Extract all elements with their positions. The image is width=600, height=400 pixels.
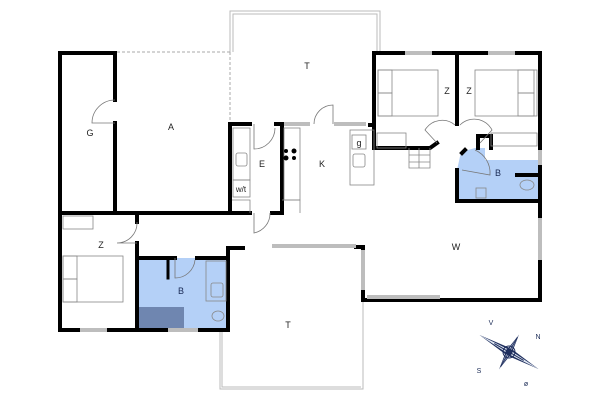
room-label-washer-dryer: w/t [235, 185, 247, 194]
room-label-bedroom-2: Z [466, 86, 472, 96]
compass-label-south: S [477, 368, 482, 375]
room-label-bedroom-3: Z [98, 240, 104, 250]
compass-rose-icon [479, 334, 539, 370]
stove-icon [283, 148, 297, 161]
fixtures [62, 69, 538, 322]
room-label-bathroom-east: B [495, 168, 501, 178]
terrace-south-outline [219, 300, 364, 390]
room-label-terrace-south: T [285, 320, 291, 330]
room-label-kitchen: K [319, 159, 325, 169]
doors [91, 99, 493, 279]
room-label-bedroom-1: Z [444, 86, 450, 96]
compass-label-west: V [489, 320, 494, 327]
room-label-bathroom-west: B [178, 286, 184, 296]
room-label-carport: A [168, 122, 174, 132]
room-label-entrance: E [259, 159, 265, 169]
bathtub [139, 307, 184, 328]
room-label-terrace-north: T [304, 61, 310, 71]
room-label-living-room: W [452, 242, 461, 252]
room-label-garage: G [86, 128, 93, 138]
compass-label-east: ø [524, 381, 529, 388]
windows [80, 51, 542, 332]
room-label-freezer: g [356, 138, 361, 148]
walls [58, 51, 542, 332]
carport-outline [117, 51, 231, 124]
terrace-north-outline [229, 10, 381, 52]
compass-labels: V N S ø [477, 320, 541, 388]
room-labels: G A T E w/t K g Z Z B W Z B T [86, 61, 501, 330]
compass-label-north: N [535, 334, 540, 341]
